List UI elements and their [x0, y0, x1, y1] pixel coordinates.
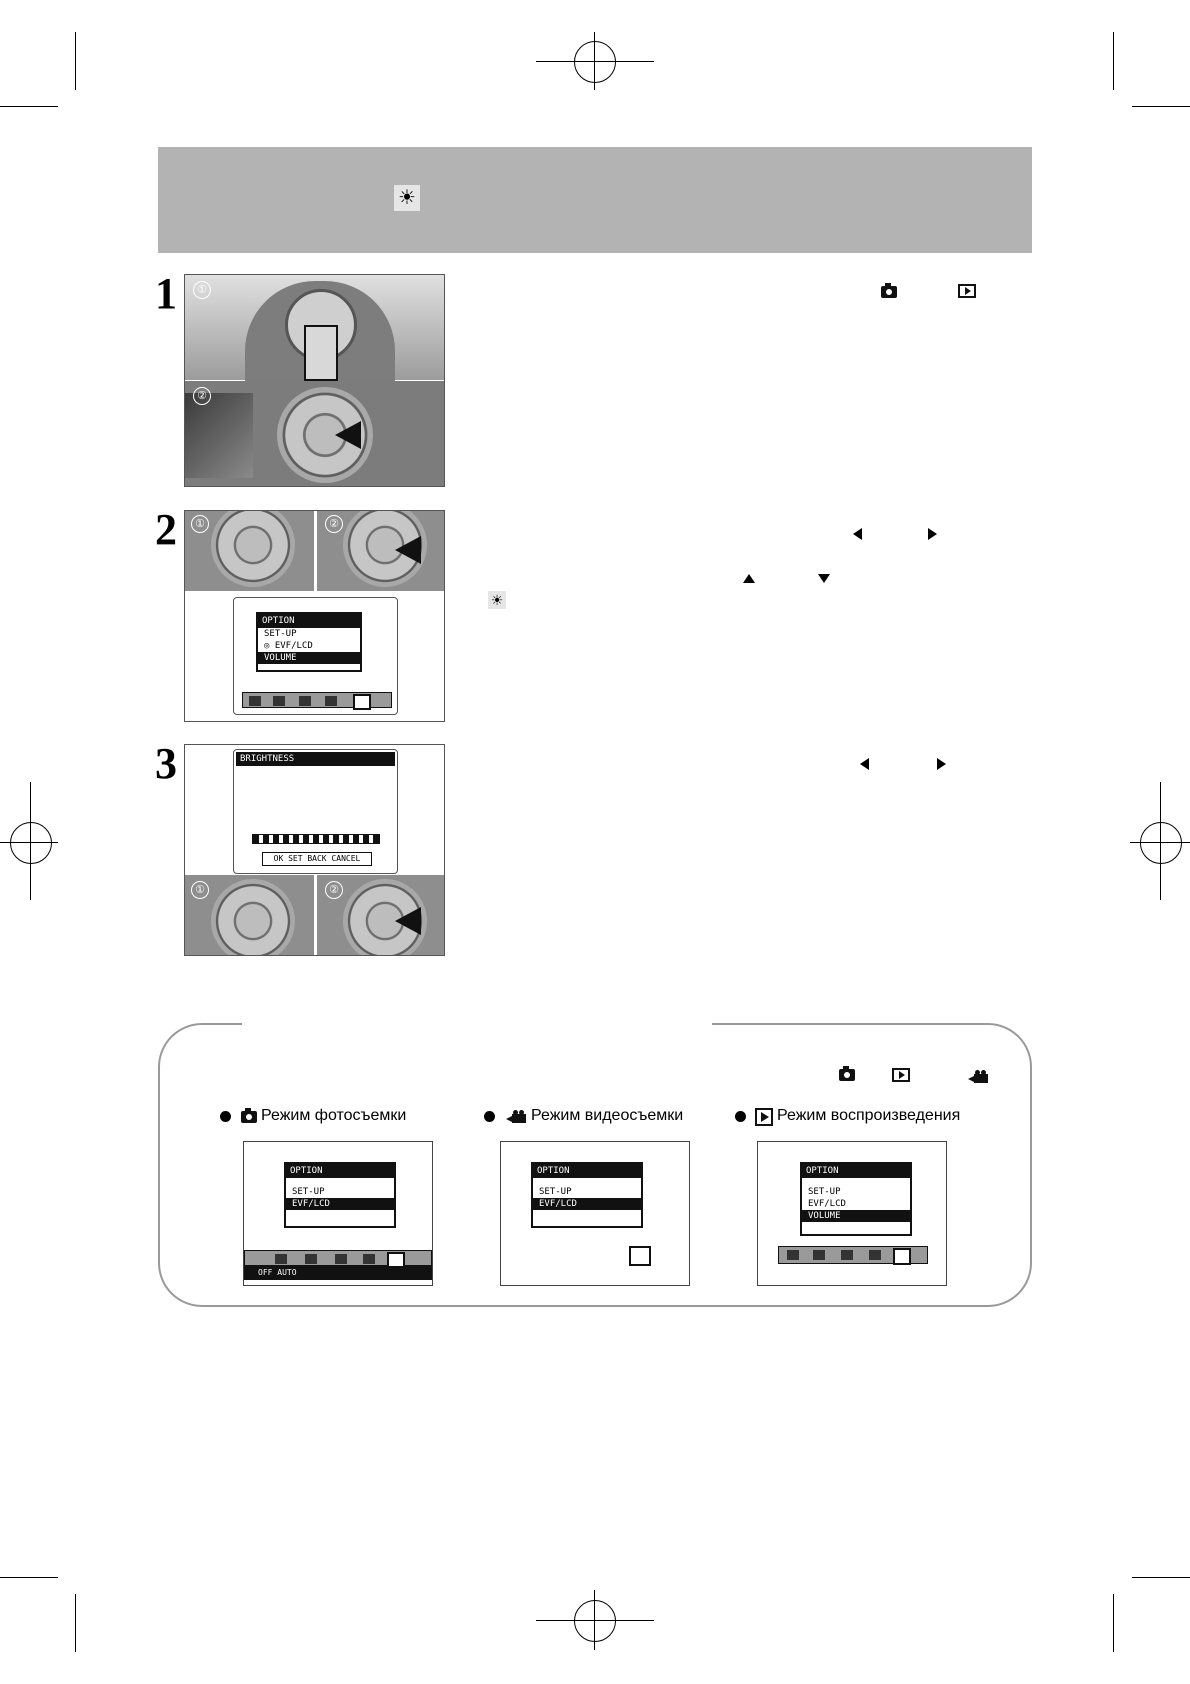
lcd-brightness-screen: BRIGHTNESS OK SET BACK CANCEL	[236, 752, 395, 870]
step-substep-label: ①	[191, 881, 209, 899]
step-substep-label: ①	[193, 281, 211, 299]
crop-mark	[1113, 32, 1114, 90]
registration-mark	[536, 61, 654, 62]
camera-icon	[241, 1108, 257, 1123]
step-number: 1	[155, 269, 177, 318]
crop-mark	[75, 1594, 76, 1652]
left-arrow-icon	[860, 758, 869, 770]
bullet	[484, 1111, 495, 1122]
step3-photo: BRIGHTNESS OK SET BACK CANCEL ① ②	[184, 744, 445, 956]
right-arrow-icon	[928, 528, 937, 540]
mode-label-playback: Режим воспроизведения	[777, 1107, 961, 1124]
up-arrow-icon	[743, 574, 755, 583]
lcd-flash-bar: OFF AUTO	[244, 1266, 432, 1280]
crop-mark	[1132, 106, 1190, 107]
lcd-toolbar	[242, 692, 392, 710]
play-icon	[755, 1108, 773, 1126]
registration-mark	[574, 41, 616, 83]
step-number: 2	[155, 505, 177, 554]
bullet	[735, 1111, 746, 1122]
lcd-button-hints: OK SET BACK CANCEL	[262, 852, 372, 866]
crop-mark	[0, 1577, 58, 1578]
step-substep-label: ②	[193, 387, 211, 405]
step-substep-label: ②	[325, 881, 343, 899]
play-icon	[958, 284, 976, 298]
registration-mark	[10, 822, 52, 864]
camera-icon	[881, 283, 897, 298]
play-icon	[892, 1068, 910, 1082]
step2-photo: ① ② OPTION SET-UP ◎ EVF/LCD VOLUME	[184, 510, 445, 722]
crop-mark	[75, 32, 76, 90]
movie-icon	[506, 1110, 526, 1123]
registration-mark	[1160, 782, 1161, 900]
registration-mark	[536, 1620, 654, 1621]
step-substep-label: ②	[325, 515, 343, 533]
step1-photo: ① ②	[184, 274, 445, 487]
sun-icon: ☀	[488, 591, 506, 609]
press-arrow	[335, 421, 361, 449]
right-arrow-icon	[937, 758, 946, 770]
sun-icon: ☀	[394, 185, 420, 211]
left-arrow-icon	[853, 528, 862, 540]
press-arrow	[395, 907, 421, 935]
registration-mark	[30, 782, 31, 900]
press-arrow	[395, 536, 421, 564]
crop-mark	[1113, 1594, 1114, 1652]
registration-mark	[574, 1600, 616, 1642]
lcd-toolbar	[778, 1246, 928, 1265]
camera-icon	[839, 1066, 855, 1081]
lcd-toolbar	[244, 1250, 432, 1268]
mode-lcd-playback: OPTION SET-UP EVF/LCD VOLUME	[757, 1141, 947, 1286]
section-header: ☀	[158, 147, 1032, 253]
mode-lcd-movie: OPTION SET-UP EVF/LCD	[500, 1141, 690, 1286]
registration-mark	[0, 842, 58, 843]
registration-mark	[1140, 822, 1182, 864]
crop-mark	[0, 106, 58, 107]
mode-label-movie: Режим видеосъемки	[531, 1107, 684, 1124]
lcd-active-tab	[629, 1246, 651, 1266]
movie-icon	[968, 1070, 988, 1083]
step-substep-label: ①	[191, 515, 209, 533]
registration-mark	[594, 32, 595, 90]
brightness-slider	[252, 834, 380, 844]
bullet	[220, 1111, 231, 1122]
mode-lcd-photo: OPTION SET-UP EVF/LCD OFF AUTO	[243, 1141, 433, 1286]
registration-mark	[594, 1590, 595, 1650]
crop-mark	[1132, 1577, 1190, 1578]
mode-label-photo: Режим фотосъемки	[261, 1107, 407, 1124]
down-arrow-icon	[818, 574, 830, 583]
step-number: 3	[155, 739, 177, 788]
lcd-option-menu: OPTION SET-UP ◎ EVF/LCD VOLUME	[256, 612, 362, 672]
